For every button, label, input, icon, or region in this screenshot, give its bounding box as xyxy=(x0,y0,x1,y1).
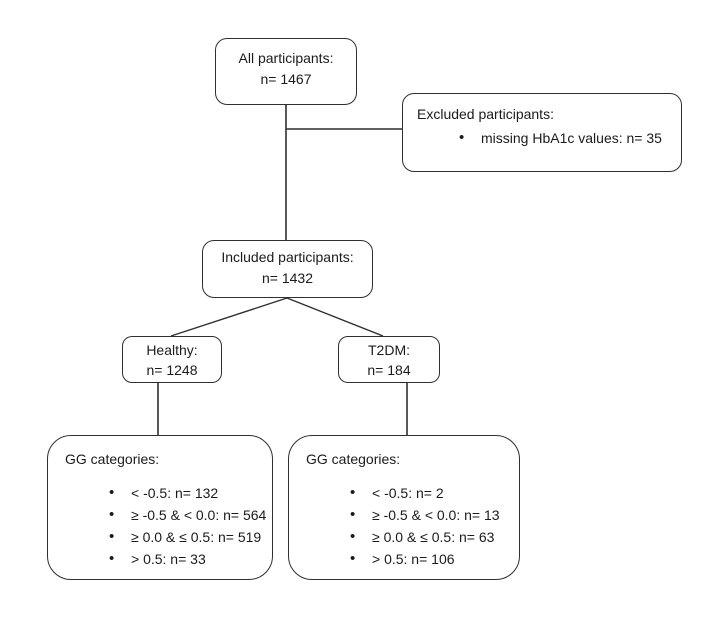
node-included-participants: Included participants: n= 1432 xyxy=(202,240,373,298)
node-healthy: Healthy: n= 1248 xyxy=(122,336,222,383)
node-title: GG categories: xyxy=(306,451,401,467)
node-count: n= 1248 xyxy=(146,362,198,378)
list-item: > 0.5: n= 106 xyxy=(350,548,513,570)
list-item: > 0.5: n= 33 xyxy=(109,548,266,570)
connector-included-to-t2dm xyxy=(286,297,384,337)
list-item: missing HbA1c values: n= 35 xyxy=(459,127,671,149)
node-count: n= 184 xyxy=(367,362,411,378)
list-item: ≥ 0.0 & ≤ 0.5: n= 519 xyxy=(109,526,266,548)
list-item: < -0.5: n= 2 xyxy=(350,482,513,504)
list-item: ≥ -0.5 & < 0.0: n= 564 xyxy=(109,504,266,526)
gg-healthy-list: < -0.5: n= 132 ≥ -0.5 & < 0.0: n= 564 ≥ … xyxy=(65,482,266,570)
node-all-participants: All participants: n= 1467 xyxy=(215,38,357,105)
node-gg-categories-healthy: GG categories: < -0.5: n= 132 ≥ -0.5 & <… xyxy=(47,435,273,580)
node-title: Excluded participants: xyxy=(417,106,554,122)
list-item: ≥ -0.5 & < 0.0: n= 13 xyxy=(350,504,513,526)
node-title: T2DM: xyxy=(368,342,410,358)
list-item: < -0.5: n= 132 xyxy=(109,482,266,504)
node-title: Healthy: xyxy=(146,342,198,358)
node-title: Included participants: xyxy=(221,249,354,265)
list-item: ≥ 0.0 & ≤ 0.5: n= 63 xyxy=(350,526,513,548)
node-title: All participants: xyxy=(238,50,334,66)
node-excluded-participants: Excluded participants: missing HbA1c val… xyxy=(402,93,682,172)
node-gg-categories-t2dm: GG categories: < -0.5: n= 2 ≥ -0.5 & < 0… xyxy=(288,435,520,580)
node-count: n= 1432 xyxy=(262,270,313,286)
connector-included-to-healthy xyxy=(170,297,288,337)
excluded-reasons-list: missing HbA1c values: n= 35 xyxy=(417,127,671,149)
node-t2dm: T2DM: n= 184 xyxy=(338,336,440,383)
node-title: GG categories: xyxy=(65,451,160,467)
node-count: n= 1467 xyxy=(260,71,312,87)
gg-t2dm-list: < -0.5: n= 2 ≥ -0.5 & < 0.0: n= 13 ≥ 0.0… xyxy=(306,482,513,570)
